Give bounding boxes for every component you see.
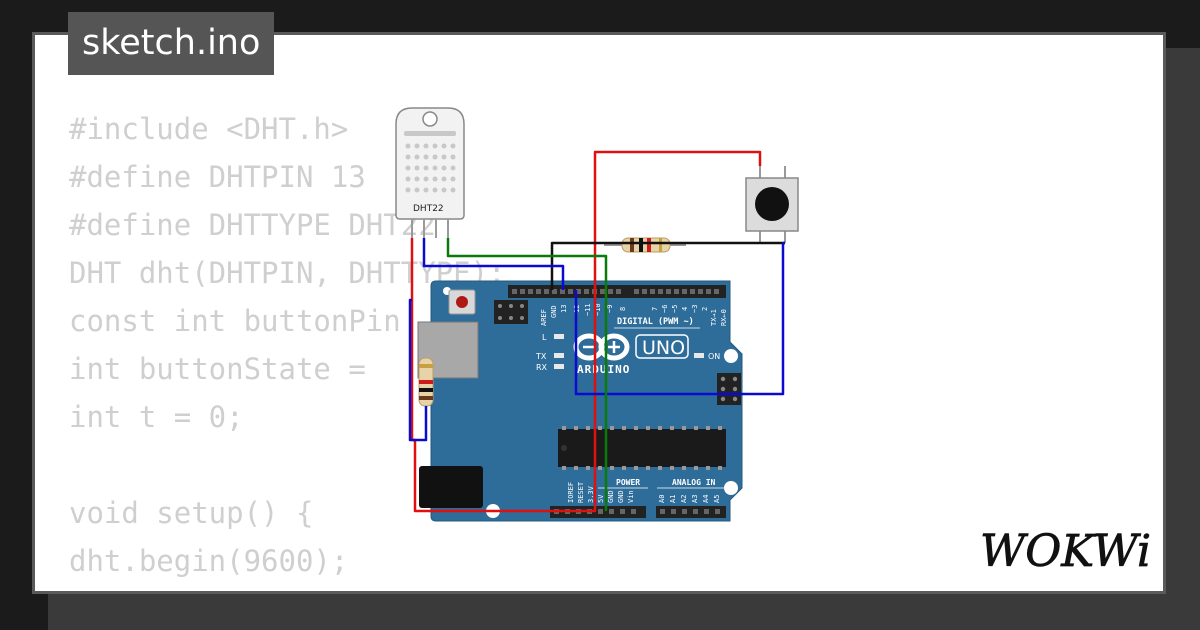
led-label-rx: RX (536, 363, 548, 372)
pin-label-6: ~6 (661, 305, 669, 313)
pin-label-a3: A3 (691, 495, 699, 503)
pin-label-a1: A1 (669, 495, 677, 503)
code-line: #include <DHT.h> (69, 112, 349, 146)
wire-black (550, 241, 785, 290)
sensor-legs (411, 219, 449, 238)
sensor-grille (404, 131, 456, 193)
pin-label-5v: 5V (597, 494, 605, 503)
pin-label-tx1: TX→1 (710, 309, 718, 326)
pin-label-9: ~9 (606, 305, 614, 313)
board-model-label: UNO (642, 337, 685, 359)
code-line: void setup() { (69, 496, 314, 530)
mounting-hole (724, 349, 738, 363)
code-line: const int buttonPin (69, 304, 401, 338)
icsp-header (494, 300, 528, 324)
code-line: int buttonState = (69, 352, 366, 386)
wire-blue-resistor (408, 298, 428, 442)
board-brand-label: ARDUINO (577, 363, 630, 376)
led-label-tx: TX (535, 352, 547, 361)
atmega-chip (558, 426, 726, 470)
pin-label-a2: A2 (680, 495, 688, 503)
pin-label-10: ~10 (594, 303, 602, 316)
uno-badge (635, 334, 689, 359)
pin-label-11: ~11 (584, 303, 592, 316)
pin-label-3: ~3 (691, 305, 699, 313)
digital-pwm-label: DIGITAL (PWM ~) (617, 317, 694, 327)
code-preview: #include <DHT.h>#define DHTPIN 13#define… (69, 105, 523, 591)
wire-green (446, 238, 608, 511)
led-rx (554, 364, 564, 369)
pin-label-gnd1: GND (607, 490, 615, 503)
pin-label-a4: A4 (702, 495, 710, 503)
pin-label-a5: A5 (713, 495, 721, 503)
pin-label-rx0: RX←0 (720, 309, 728, 326)
resistor-left[interactable] (418, 357, 434, 407)
code-line: int t = 0; (69, 400, 244, 434)
led-l (554, 334, 564, 339)
pin-label-a0: A0 (658, 495, 666, 503)
pin-label-3v3: 3.3V (587, 485, 595, 503)
pin-label-5: ~5 (671, 305, 679, 313)
wokwi-logo: WOKWi (980, 526, 1152, 576)
pin-label-aref: AREF (540, 309, 548, 326)
pin-label-7: 7 (651, 307, 659, 311)
pin-label-13: 13 (560, 305, 568, 313)
power-jack (419, 466, 483, 508)
code-line: #define DHTPIN 13 (69, 160, 366, 194)
wire-blue-button (574, 241, 785, 396)
icsp-header-right (717, 373, 741, 405)
arduino-uno-board[interactable]: AREF GND 13 12 ~11 ~10 ~9 8 7 ~6 ~5 4 ~3… (417, 280, 743, 522)
sensor-label: DHT22 (413, 204, 444, 214)
pushbutton[interactable] (745, 166, 799, 243)
sensor-mount-hole (422, 111, 438, 127)
led-on (694, 353, 704, 358)
pin-label-4: 4 (681, 307, 689, 311)
dht22-sensor[interactable]: DHT22 (395, 107, 465, 238)
wires (408, 150, 785, 513)
power-label: POWER (616, 478, 640, 487)
led-label-l: L (542, 333, 547, 342)
pushbutton-cap[interactable] (755, 187, 789, 221)
pin-label-2: 2 (701, 307, 709, 311)
resistor-top[interactable] (604, 237, 686, 253)
reset-button-cap[interactable] (456, 296, 468, 308)
pin-label-gnd: GND (550, 305, 558, 318)
pin-label-8: 8 (619, 307, 627, 311)
pin-label-reset: RESET (577, 481, 585, 503)
analog-in-label: ANALOG IN (672, 478, 716, 487)
pin-label-ioref: IOREF (567, 482, 575, 503)
code-line: dht.begin(9600); (69, 544, 349, 578)
mounting-hole (724, 481, 738, 495)
led-tx (554, 353, 564, 358)
pin-label-vin: Vin (627, 490, 635, 503)
pin-label-gnd2: GND (617, 490, 625, 503)
svg-text:WOKWi: WOKWi (980, 526, 1151, 576)
wire-blue-sensor (422, 238, 565, 290)
led-label-on: ON (708, 352, 720, 361)
sketch-filename-tab[interactable]: sketch.ino (68, 12, 275, 75)
